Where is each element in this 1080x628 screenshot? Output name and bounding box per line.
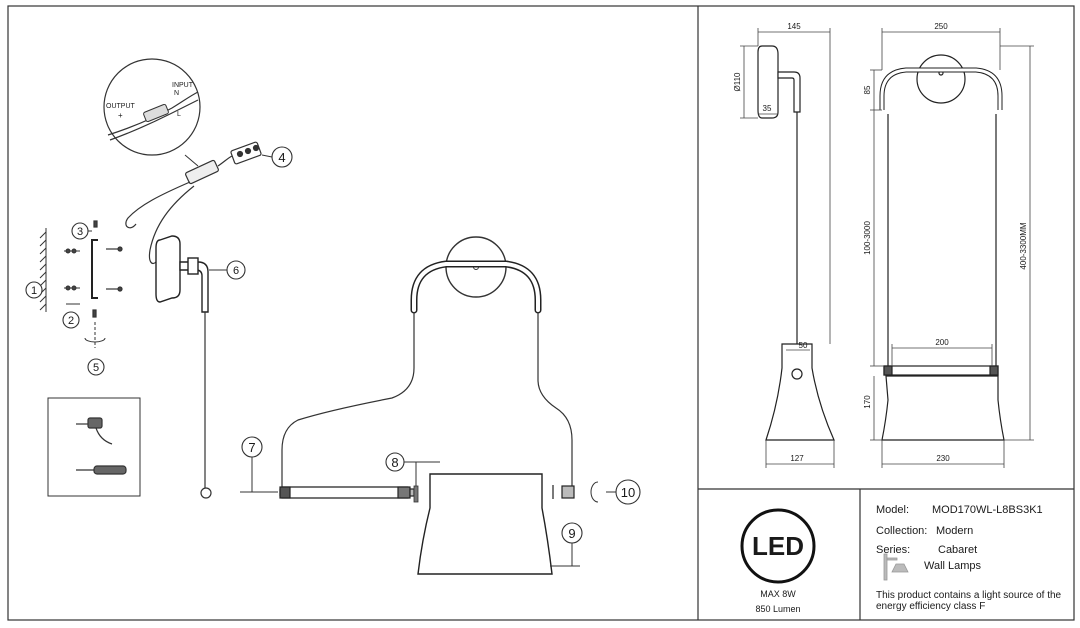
pendant-weight — [200, 487, 212, 499]
dim-front-250: 250 — [934, 22, 948, 31]
support-cords — [281, 312, 573, 487]
callout-leaders — [88, 154, 273, 271]
detail-pointer — [184, 154, 199, 167]
wiring-l: L — [177, 111, 181, 118]
dim-front-200: 200 — [935, 338, 949, 347]
side-view — [757, 45, 835, 441]
driver-and-terminal — [185, 141, 262, 185]
callout-8: 8 — [391, 455, 398, 470]
callout-9: 9 — [568, 526, 575, 541]
rotate-arrow-10 — [590, 481, 599, 503]
tools-box — [47, 397, 141, 497]
leaders-8-9 — [251, 452, 580, 567]
callout-5: 5 — [93, 362, 99, 374]
led-bar — [279, 486, 415, 499]
callout-3: 3 — [77, 226, 83, 238]
wall-canopy — [155, 235, 209, 313]
wall-hatch — [39, 228, 47, 312]
wiring-n: N — [174, 90, 179, 97]
dim-front-400-3300: 400-3300MM — [1019, 222, 1028, 269]
collection-value: Modern — [936, 525, 974, 537]
diffuser-plate — [413, 485, 419, 503]
mounting-bracket — [91, 239, 98, 299]
screws — [92, 220, 123, 318]
supply-cables — [125, 155, 233, 265]
callout-2: 2 — [68, 315, 74, 327]
model-label: Model: — [876, 504, 910, 516]
callout-7: 7 — [248, 440, 255, 455]
dim-side-50: 50 — [799, 341, 808, 350]
led-logo: LED — [752, 531, 804, 561]
wall-lamp-icon — [883, 553, 909, 581]
dim-front-85: 85 — [863, 85, 872, 94]
wiring-output-sign: + — [118, 111, 123, 120]
dim-side-d110: Ø110 — [733, 72, 742, 92]
series-value: Cabaret — [938, 544, 978, 556]
main-arm-inner — [412, 262, 540, 312]
wall-anchors — [64, 248, 80, 291]
lamp-shade — [417, 473, 553, 575]
lumen-rating: 850 Lumen — [755, 604, 800, 614]
callout-4: 4 — [278, 150, 285, 165]
type-value: Wall Lamps — [924, 560, 982, 572]
power-rating: MAX 8W — [760, 589, 796, 599]
dim-side-127: 127 — [790, 454, 804, 463]
dim-front-170: 170 — [863, 395, 872, 409]
wiring-detail — [103, 58, 201, 156]
dim-front-230: 230 — [936, 454, 950, 463]
callout-6: 6 — [233, 265, 239, 277]
dim-side-145: 145 — [787, 22, 801, 31]
callout-1: 1 — [31, 285, 37, 297]
wiring-output: OUTPUT — [106, 103, 136, 110]
front-dimensions — [870, 28, 1034, 468]
side-dimensions — [740, 28, 835, 468]
end-cap — [552, 485, 575, 499]
callout-10: 10 — [621, 485, 635, 500]
collection-label: Collection: — [876, 525, 928, 537]
front-view — [879, 54, 1005, 441]
led-badge — [740, 508, 816, 584]
wiring-input: INPUT — [172, 82, 194, 89]
dim-front-100-3000: 100-3000 — [863, 221, 872, 255]
series-label: Series: — [876, 544, 911, 556]
dim-side-35: 35 — [763, 104, 772, 113]
callout-circles — [25, 146, 641, 544]
drill-icon — [76, 417, 113, 445]
model-value: MOD170WL-L8BS3K1 — [932, 504, 1043, 516]
energy-note: This product contains a light source of … — [876, 590, 1062, 612]
sheet-frame — [7, 5, 1075, 621]
screwdriver-icon — [76, 465, 127, 475]
